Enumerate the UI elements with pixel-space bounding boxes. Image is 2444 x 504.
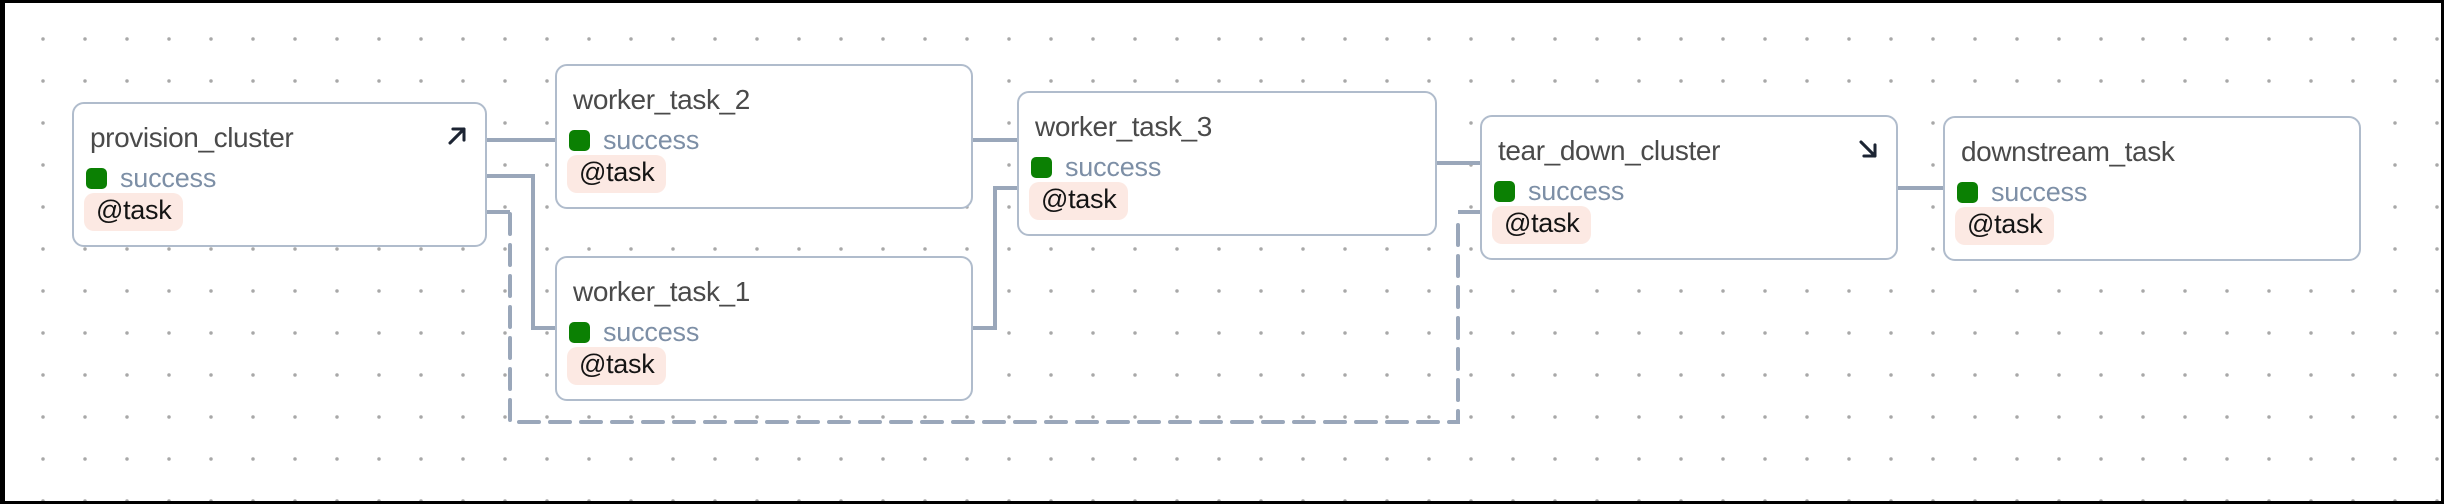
success-status-square-icon xyxy=(1494,181,1515,202)
task-status-row: success xyxy=(569,125,699,156)
task-status-label: success xyxy=(120,163,217,193)
task-decorator-badge: @task xyxy=(1029,182,1129,220)
task-decorator-badge: @task xyxy=(567,155,667,193)
task-status-label: success xyxy=(1991,177,2088,207)
task-decorator-badge: @task xyxy=(567,347,667,385)
task-status-row: success xyxy=(86,163,216,194)
task-title: tear_down_cluster xyxy=(1498,135,1720,166)
edge-provision_cluster-tear_down_cluster-dashed xyxy=(508,212,1460,424)
task-title: worker_task_2 xyxy=(573,84,750,115)
task-title: worker_task_3 xyxy=(1035,111,1212,142)
success-status-square-icon xyxy=(1031,157,1052,178)
task-node-downstream_task[interactable]: downstream_task success @task xyxy=(1943,116,2361,261)
success-status-square-icon xyxy=(569,130,590,151)
success-status-square-icon xyxy=(1957,182,1978,203)
task-status-label: success xyxy=(1528,176,1625,206)
task-node-worker_task_3[interactable]: worker_task_3 success @task xyxy=(1017,91,1437,236)
task-decorator-badge: @task xyxy=(1955,207,2055,245)
task-node-provision_cluster[interactable]: provision_cluster success @task xyxy=(72,102,487,247)
task-title: downstream_task xyxy=(1961,136,2175,167)
edge-provision_cluster-worker_task_1 xyxy=(487,174,557,330)
setup-task-arrow-up-right-icon xyxy=(443,122,471,150)
task-status-row: success xyxy=(1957,177,2087,208)
success-status-square-icon xyxy=(569,322,590,343)
task-node-worker_task_1[interactable]: worker_task_1 success @task xyxy=(555,256,973,401)
task-status-row: success xyxy=(1494,176,1624,207)
teardown-task-arrow-down-right-icon xyxy=(1854,135,1882,163)
task-title: worker_task_1 xyxy=(573,276,750,307)
task-status-label: success xyxy=(603,317,700,347)
success-status-square-icon xyxy=(86,168,107,189)
task-status-label: success xyxy=(603,125,700,155)
task-decorator-badge: @task xyxy=(1492,206,1592,244)
task-decorator-badge: @task xyxy=(84,193,184,231)
task-status-row: success xyxy=(1031,152,1161,183)
task-node-worker_task_2[interactable]: worker_task_2 success @task xyxy=(555,64,973,209)
task-title: provision_cluster xyxy=(90,122,294,153)
task-node-tear_down_cluster[interactable]: tear_down_cluster success @task xyxy=(1480,115,1898,260)
task-status-label: success xyxy=(1065,152,1162,182)
task-status-row: success xyxy=(569,317,699,348)
edge-worker_task_1-worker_task_3 xyxy=(972,186,1019,330)
